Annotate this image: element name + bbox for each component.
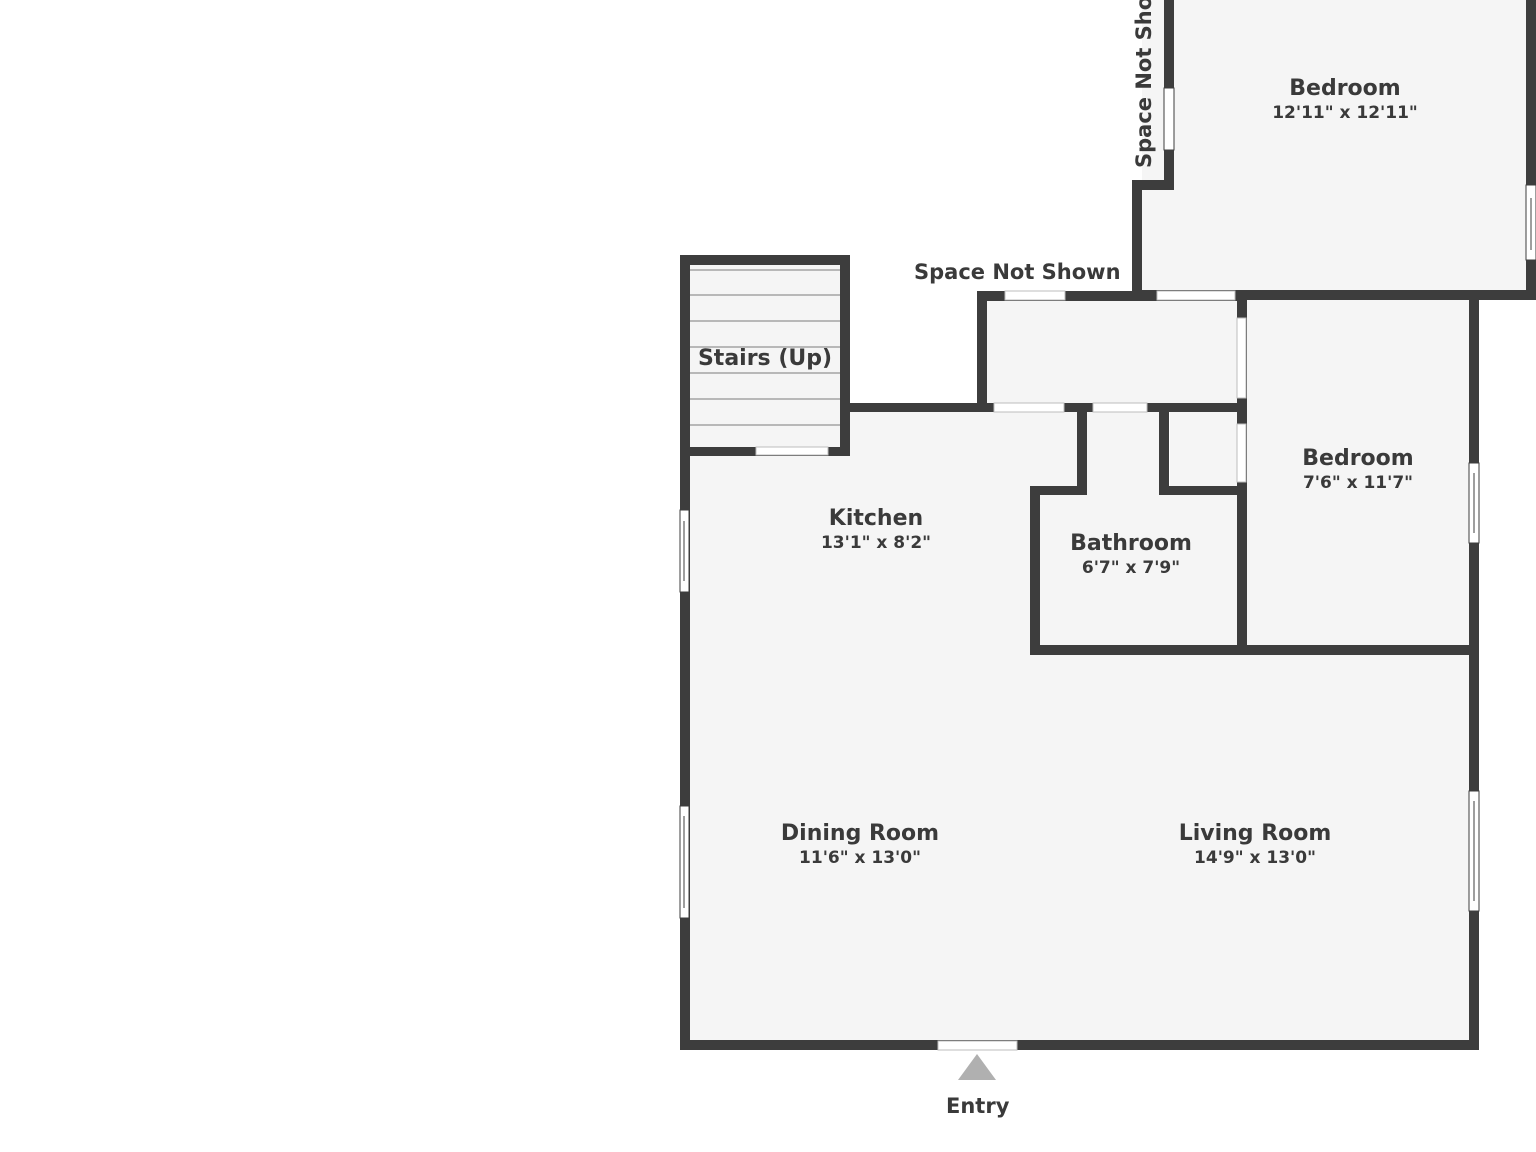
- floor-areas: [690, 0, 1536, 1040]
- room-label-bedroom-1: Bedroom 12'11" x 12'11": [1272, 76, 1418, 124]
- bathroom-step-wall: [1030, 486, 1087, 495]
- bathroom-nook-floor: [1087, 412, 1160, 502]
- room-dimensions: 14'9" x 13'0": [1194, 848, 1316, 868]
- bedroom-1-right-wall: [1526, 0, 1536, 300]
- bathroom-nook-left-wall: [1077, 403, 1087, 495]
- closet-door: [1236, 423, 1247, 483]
- stairs-right-wall: [840, 255, 850, 455]
- bedroom-1-door: [1156, 290, 1236, 301]
- room-name: Kitchen: [828, 506, 924, 531]
- hallway-top-door: [1004, 290, 1066, 301]
- stairs-door: [755, 446, 829, 456]
- hallway-floor: [987, 300, 1237, 405]
- bathroom-left-wall: [1030, 486, 1040, 655]
- room-label-living-room: Living Room 14'9" x 13'0": [1179, 821, 1332, 869]
- hallway-kitchen-door: [993, 402, 1065, 413]
- bathroom-bedroom-bottom-wall: [1030, 645, 1479, 655]
- bathroom-floor: [1040, 495, 1238, 645]
- outer-right-wall: [1469, 290, 1479, 1050]
- room-dimensions: 7'6" x 11'7": [1302, 473, 1414, 493]
- outer-bottom-wall: [680, 1040, 1479, 1050]
- bedroom-1-lower-left-wall: [1132, 180, 1142, 300]
- room-label-kitchen: Kitchen 13'1" x 8'2": [821, 506, 931, 554]
- room-name: Bedroom: [1289, 76, 1401, 101]
- room-label-bedroom-2: Bedroom 7'6" x 11'7": [1302, 446, 1413, 494]
- bedroom-1-notch-wall: [1132, 180, 1174, 190]
- main-living-floor: [690, 412, 1469, 1040]
- hallway-left-wall: [977, 291, 987, 412]
- bedroom-1-floor: [1142, 0, 1536, 292]
- hallway-top-wall: [977, 291, 1241, 301]
- room-name: Bedroom: [1302, 446, 1414, 471]
- closet-floor: [1170, 412, 1238, 488]
- bedroom-2-door: [1236, 317, 1247, 399]
- window-bedroom-1-left: [1163, 87, 1175, 151]
- room-dimensions: 12'11" x 12'11": [1272, 103, 1418, 123]
- room-name: Bathroom: [1070, 531, 1192, 556]
- room-name: Stairs (Up): [697, 346, 833, 371]
- triangle-up-icon: [958, 1054, 996, 1080]
- room-name: Dining Room: [780, 821, 940, 846]
- room-dimensions: 6'7" x 7'9": [1081, 558, 1181, 578]
- space-not-shown-vertical-label: Space Not Sho: [1132, 0, 1156, 168]
- closet-left-wall: [1159, 403, 1169, 495]
- bedroom-2-floor: [1247, 300, 1469, 646]
- room-label-stairs: Stairs (Up): [698, 346, 832, 372]
- stairs-top-wall: [680, 255, 850, 265]
- stair-treads: [690, 269, 840, 426]
- outer-left-wall: [680, 255, 690, 1050]
- closet-bottom-wall: [1159, 486, 1245, 495]
- windows: [679, 87, 1536, 919]
- entry-label: Entry: [946, 1094, 1010, 1118]
- door-openings: [755, 290, 1247, 1051]
- entry-door: [937, 1040, 1018, 1051]
- room-dimensions: 11'6" x 13'0": [799, 848, 921, 868]
- room-label-bathroom: Bathroom 6'7" x 7'9": [1070, 531, 1192, 579]
- room-label-dining-room: Dining Room 11'6" x 13'0": [781, 821, 939, 869]
- bedroom-1-bottom-wall: [1132, 290, 1536, 300]
- room-dimensions: 13'1" x 8'2": [820, 533, 932, 553]
- space-not-shown-label: Space Not Shown: [914, 260, 1121, 284]
- room-name: Living Room: [1178, 821, 1332, 846]
- bathroom-door: [1092, 402, 1148, 413]
